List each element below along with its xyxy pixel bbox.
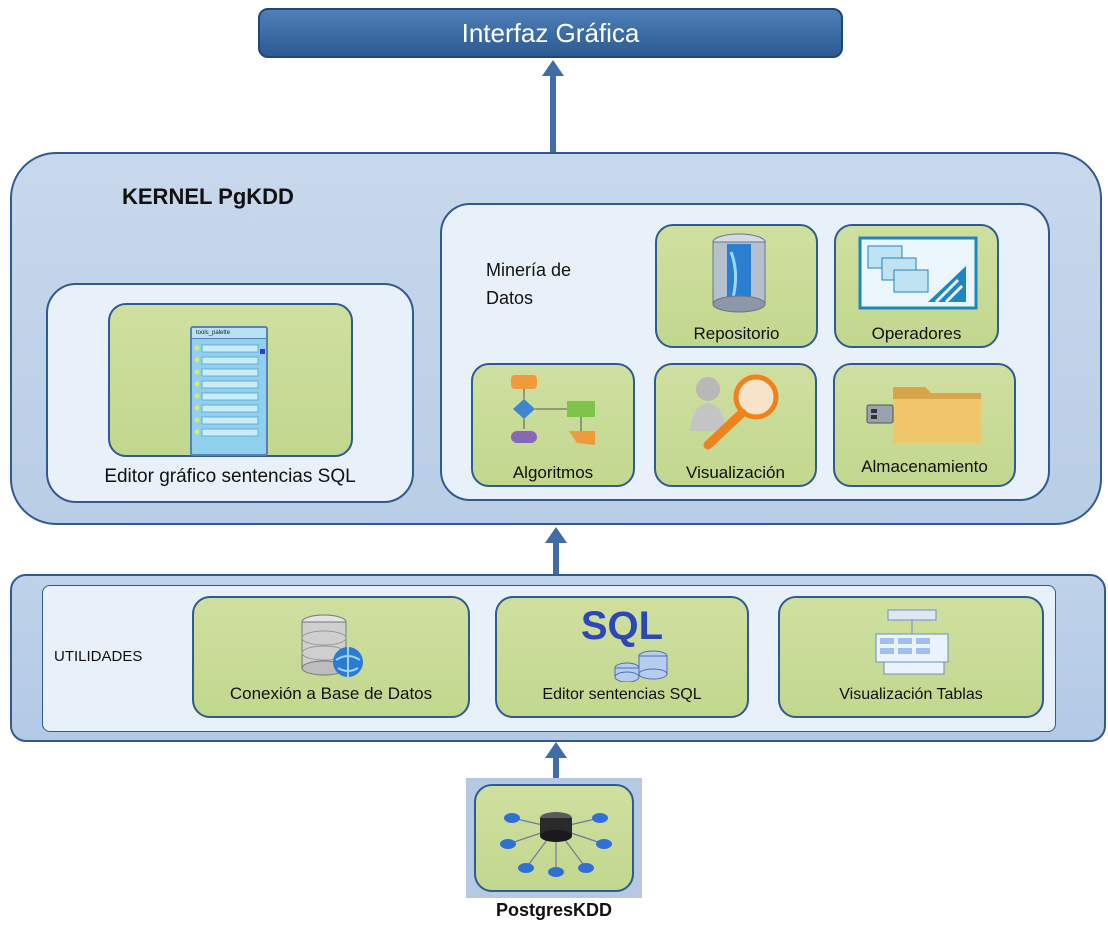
repositorio-label: Repositorio <box>693 324 780 343</box>
network-database-icon <box>500 812 612 877</box>
almacenamiento-card: Almacenamiento <box>833 363 1016 487</box>
visualizacion-tablas-card: Visualización Tablas <box>778 596 1044 718</box>
almacenamiento-label: Almacenamiento <box>861 457 988 476</box>
tables-icon <box>875 609 949 675</box>
repository-icon <box>712 233 766 313</box>
conexion-card: Conexión a Base de Datos <box>192 596 470 718</box>
utilidades-title: UTILIDADES <box>54 648 143 665</box>
database-stack-icon <box>614 650 668 682</box>
visualizacion-tablas-label: Visualización Tablas <box>839 686 983 703</box>
kernel-title: KERNEL PgKDD <box>122 184 294 209</box>
visualizacion-card: Visualización <box>654 363 817 487</box>
mineria-title: Minería de Datos <box>486 260 572 308</box>
sql-logo: SQL <box>580 604 664 648</box>
palette-window-icon: tools_palette <box>190 326 268 456</box>
editor-sql-label: Editor sentencias SQL <box>542 686 702 703</box>
flowchart-icon <box>511 375 595 445</box>
operadores-card: Operadores <box>834 224 999 348</box>
arrow-up-icon <box>545 742 567 758</box>
repositorio-card: Repositorio <box>655 224 818 348</box>
postgreskdd-label: PostgresKDD <box>495 900 613 920</box>
editor-grafico-label: Editor gráfico sentencias SQL <box>104 466 356 487</box>
algoritmos-card: Algoritmos <box>471 363 635 487</box>
arrow-shaft <box>553 541 559 575</box>
operadores-label: Operadores <box>871 324 962 343</box>
arrow-up-icon <box>545 527 567 543</box>
algoritmos-label: Algoritmos <box>512 463 594 482</box>
editor-sql-card: SQL Editor sentencias SQL <box>495 596 749 718</box>
database-globe-icon <box>301 614 363 677</box>
magnifier-icon <box>690 374 779 450</box>
arrow-shaft <box>550 74 556 154</box>
folder-usb-icon <box>866 387 981 443</box>
visualizacion-label: Visualización <box>686 463 785 482</box>
operators-icon <box>858 236 978 310</box>
conexion-label: Conexión a Base de Datos <box>229 684 433 703</box>
arrow-up-icon <box>542 60 564 76</box>
interfaz-grafica-box: Interfaz Gráfica <box>258 8 843 58</box>
interfaz-grafica-label: Interfaz Gráfica <box>461 18 640 48</box>
postgreskdd-card <box>474 784 634 892</box>
palette-rows-icon <box>194 344 265 437</box>
arrow-shaft <box>553 756 559 780</box>
